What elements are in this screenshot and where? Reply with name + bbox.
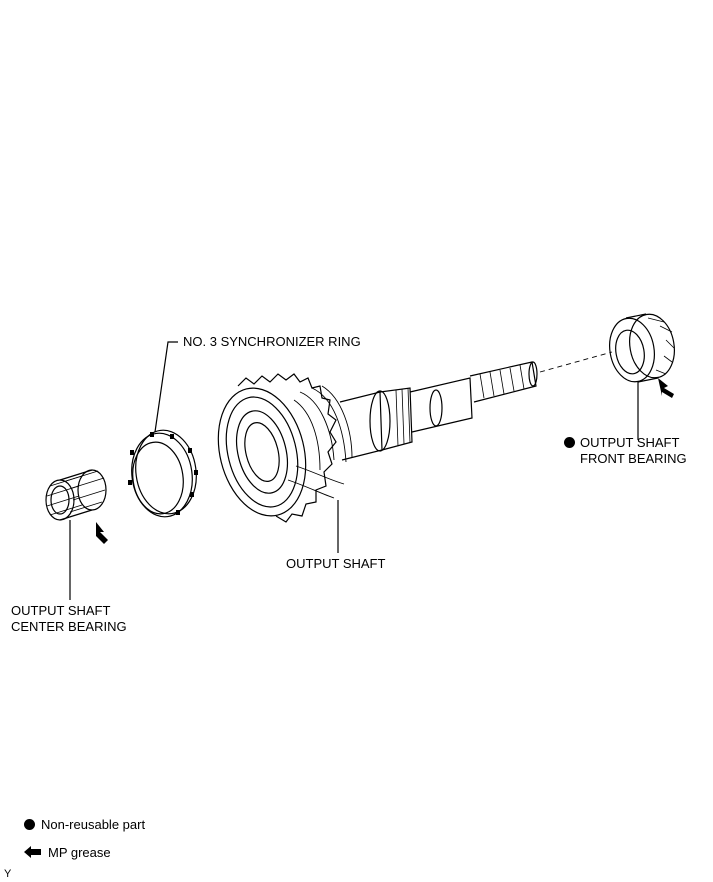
non-reusable-mark-icon [564,437,575,448]
alignment-dashed-line [539,351,613,373]
label-front-bearing-line2: FRONT BEARING [580,451,687,466]
legend-arrow-icon [24,846,41,858]
label-sync-ring: NO. 3 SYNCHRONIZER RING [183,334,361,350]
label-sync-ring-text: NO. 3 SYNCHRONIZER RING [183,334,361,349]
sync-ring-leader [154,341,178,433]
legend-dot-icon [24,819,35,830]
sync-ring-part [128,429,198,518]
grease-arrow-front-bearing [658,378,674,398]
label-output-shaft-text: OUTPUT SHAFT [286,556,386,571]
corner-code: Y [4,866,11,882]
output-shaft-part [217,361,538,523]
grease-arrow-center-bearing [96,522,108,544]
label-front-bearing-line1: OUTPUT SHAFT [580,435,680,450]
label-center-bearing-line1: OUTPUT SHAFT [11,603,111,618]
label-center-bearing-line2: CENTER BEARING [11,619,127,634]
legend-non-reusable-text: Non-reusable part [41,817,146,832]
corner-code-text: Y [4,868,12,880]
label-output-shaft: OUTPUT SHAFT [286,556,385,572]
legend-mp-grease: MP grease [24,845,111,860]
label-front-bearing: OUTPUT SHAFT FRONT BEARING [564,435,687,467]
legend-mp-grease-text: MP grease [48,845,111,860]
front-bearing-part [609,313,675,383]
label-center-bearing: OUTPUT SHAFT CENTER BEARING [11,603,127,635]
center-bearing-part [45,469,107,521]
legend-non-reusable: Non-reusable part [24,817,145,832]
